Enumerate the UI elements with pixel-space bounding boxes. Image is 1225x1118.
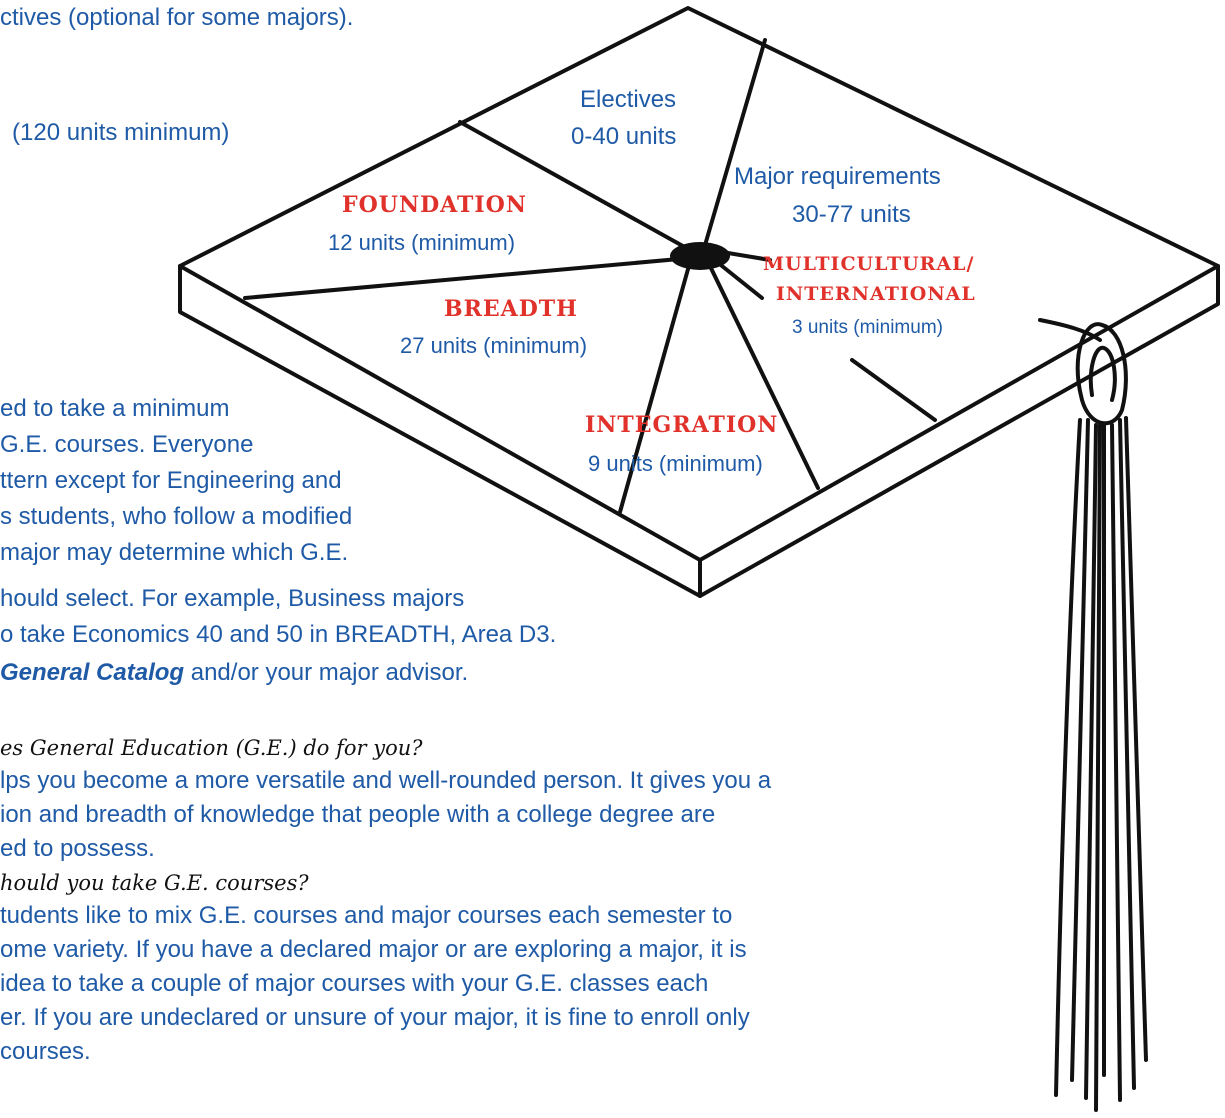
- catalog-line: General Catalog and/or your major adviso…: [0, 659, 468, 687]
- answer-1-line-2: ion and breadth of knowledge that people…: [0, 801, 716, 828]
- body-line-3: ttern except for Engineering and: [0, 467, 342, 494]
- foundation-units: 12 units (minimum): [328, 230, 516, 255]
- answer-2-line-3: idea to take a couple of major courses w…: [0, 970, 709, 997]
- cap-divider-integration-right: [706, 260, 820, 490]
- foundation-label: FOUNDATION: [342, 192, 527, 218]
- cap-divider-right: [850, 358, 937, 422]
- tassel-strand: [1094, 423, 1102, 1112]
- body-line-7: o take Economics 40 and 50 in BREADTH, A…: [0, 621, 557, 648]
- tassel-knot: [1075, 322, 1128, 426]
- body-line-5: major may determine which G.E.: [0, 539, 349, 566]
- major-label: Major requirements: [734, 163, 941, 190]
- breadth-label: BREADTH: [444, 296, 578, 322]
- tassel-strand: [1124, 416, 1148, 1062]
- body-line-2: G.E. courses. Everyone: [0, 431, 254, 458]
- answer-2-line-4: er. If you are undeclared or unsure of y…: [0, 1004, 750, 1031]
- tassel-strand: [1070, 418, 1090, 1082]
- electives-units: 0-40 units: [571, 123, 677, 150]
- tassel-strand: [1084, 423, 1098, 1100]
- major-units: 30-77 units: [792, 201, 911, 228]
- general-catalog-link[interactable]: General Catalog: [0, 659, 185, 686]
- total-units-note: (120 units minimum): [12, 119, 230, 146]
- tassel-cord: [1038, 318, 1102, 342]
- body-line-4: s students, who follow a modified: [0, 503, 353, 530]
- multicultural-label-line2: INTERNATIONAL: [776, 283, 976, 305]
- intro-electives-line: ctives (optional for some majors).: [0, 4, 354, 31]
- body-line-6: hould select. For example, Business majo…: [0, 585, 465, 612]
- tassel-strand: [1054, 418, 1082, 1097]
- cap-button: [670, 242, 730, 270]
- question-2: hould you take G.E. courses?: [0, 871, 309, 895]
- cap-divider-foundation: [243, 256, 692, 300]
- tassel-knot-inner: [1088, 345, 1117, 402]
- breadth-units: 27 units (minimum): [400, 333, 588, 358]
- body-line-1: ed to take a minimum: [0, 395, 230, 422]
- cap-divider-integration-left: [618, 260, 692, 514]
- answer-1-line-1: lps you become a more versatile and well…: [0, 767, 772, 794]
- integration-units: 9 units (minimum): [588, 451, 763, 476]
- answer-1-line-3: ed to possess.: [0, 835, 155, 862]
- multicultural-units: 3 units (minimum): [792, 317, 943, 338]
- answer-2-line-1: tudents like to mix G.E. courses and maj…: [0, 902, 733, 929]
- tassel-strand: [1118, 418, 1136, 1090]
- cap-divider-major: [701, 38, 767, 254]
- multicultural-label-line1: MULTICULTURAL/: [763, 253, 975, 275]
- catalog-line-rest: and/or your major advisor.: [184, 659, 469, 686]
- question-1: es General Education (G.E.) do for you?: [0, 736, 423, 760]
- electives-label: Electives: [580, 86, 677, 113]
- integration-label: INTEGRATION: [585, 412, 779, 438]
- answer-2-line-2: ome variety. If you have a declared majo…: [0, 936, 747, 963]
- answer-2-line-5: courses.: [0, 1038, 91, 1065]
- tassel-strand: [1110, 423, 1122, 1102]
- cap-divider-electives: [458, 120, 692, 252]
